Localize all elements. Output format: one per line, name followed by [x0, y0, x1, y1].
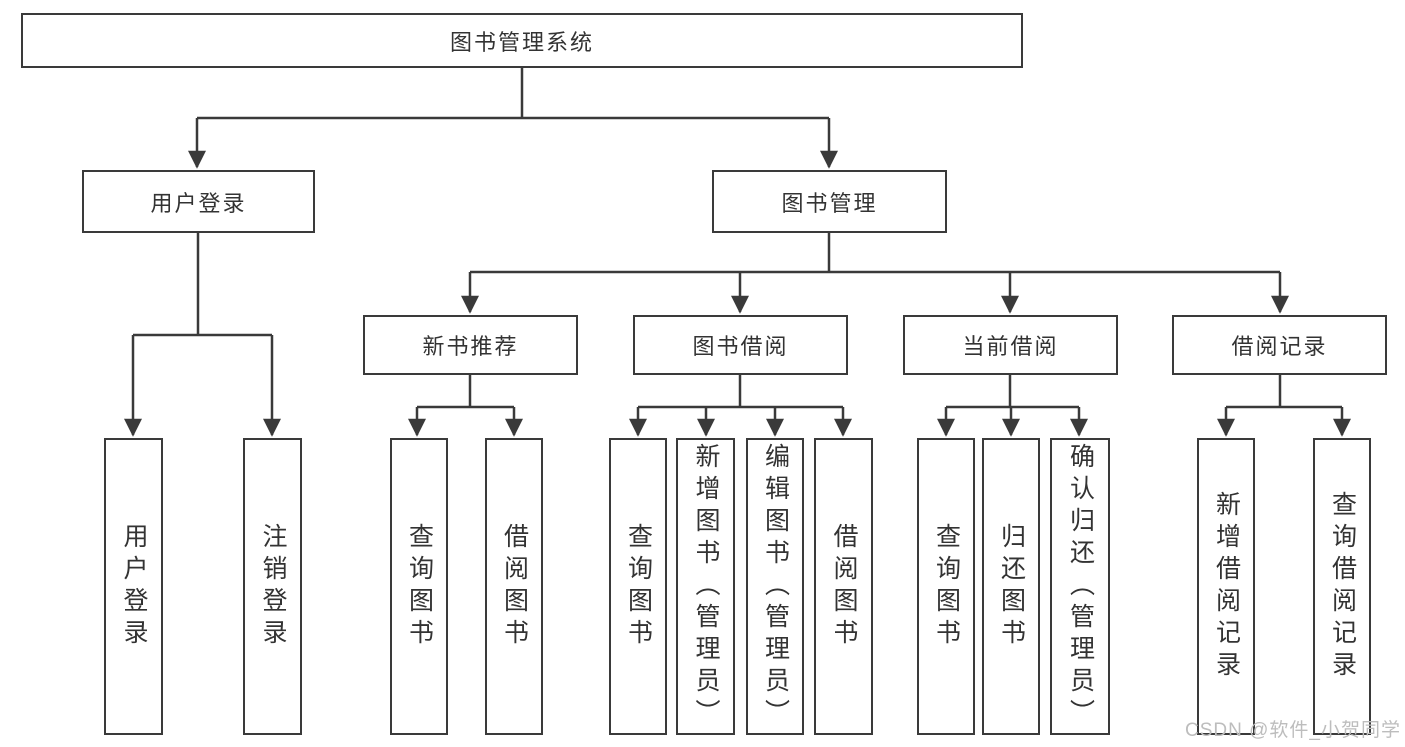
- leaf-return-book: 归还图书: [982, 438, 1040, 735]
- node-book-management-label: 图书管理: [781, 190, 878, 216]
- leaf-query-borrow-record-label: 查询借阅记录: [1328, 490, 1357, 683]
- leaf-logout-label: 注销登录: [259, 522, 287, 651]
- connector-new-book-recommend-split: [417, 375, 514, 409]
- node-borrow-records: 借阅记录: [1172, 315, 1387, 375]
- connector-book-management-split: [470, 233, 1280, 274]
- connector-user-login-split: [133, 233, 272, 337]
- leaf-query-book-2: 查询图书: [609, 438, 667, 735]
- node-book-management: 图书管理: [712, 170, 947, 233]
- node-user-login-label: 用户登录: [150, 190, 247, 216]
- leaf-borrow-book-1: 借阅图书: [485, 438, 543, 735]
- leaf-query-book-3-label: 查询图书: [932, 522, 961, 651]
- node-borrow-records-label: 借阅记录: [1231, 334, 1328, 359]
- leaf-user-login: 用户登录: [104, 438, 163, 735]
- node-root-label: 图书管理系统: [449, 29, 594, 55]
- leaf-edit-book-admin: 编辑图书（管理员）: [746, 438, 804, 735]
- node-current-borrow-label: 当前借阅: [962, 334, 1059, 359]
- leaf-user-login-label: 用户登录: [120, 522, 148, 651]
- leaf-query-book-3: 查询图书: [917, 438, 975, 735]
- csdn-watermark: CSDN @软件_小贺同学: [1185, 720, 1401, 741]
- connector-root-split: [197, 68, 829, 120]
- leaf-add-book-admin: 新增图书（管理员）: [676, 438, 735, 735]
- leaf-confirm-return-admin: 确认归还（管理员）: [1050, 438, 1110, 735]
- leaf-query-borrow-record: 查询借阅记录: [1313, 438, 1371, 735]
- connector-current-borrow-split: [946, 375, 1079, 409]
- node-root: 图书管理系统: [21, 13, 1023, 68]
- leaf-query-book-1-label: 查询图书: [405, 522, 434, 651]
- leaf-query-book-2-label: 查询图书: [624, 522, 653, 651]
- leaf-add-borrow-record-label: 新增借阅记录: [1212, 490, 1241, 683]
- leaf-add-book-admin-label: 新增图书（管理员）: [692, 442, 720, 731]
- leaf-borrow-book-2: 借阅图书: [814, 438, 873, 735]
- leaf-query-book-1: 查询图书: [390, 438, 448, 735]
- node-book-borrow-label: 图书借阅: [692, 334, 789, 359]
- leaf-borrow-book-2-label: 借阅图书: [830, 522, 858, 651]
- node-current-borrow: 当前借阅: [903, 315, 1118, 375]
- leaf-edit-book-admin-label: 编辑图书（管理员）: [761, 442, 790, 731]
- node-new-book-recommend: 新书推荐: [363, 315, 578, 375]
- leaf-add-borrow-record: 新增借阅记录: [1197, 438, 1255, 735]
- leaf-confirm-return-admin-label: 确认归还（管理员）: [1066, 442, 1095, 731]
- leaf-return-book-label: 归还图书: [997, 522, 1026, 651]
- leaf-logout: 注销登录: [243, 438, 302, 735]
- connector-borrow-records-split: [1226, 375, 1342, 409]
- connector-book-borrow-split: [638, 375, 843, 409]
- node-book-borrow: 图书借阅: [633, 315, 848, 375]
- node-user-login: 用户登录: [82, 170, 315, 233]
- leaf-borrow-book-1-label: 借阅图书: [500, 522, 529, 651]
- node-new-book-recommend-label: 新书推荐: [422, 334, 519, 359]
